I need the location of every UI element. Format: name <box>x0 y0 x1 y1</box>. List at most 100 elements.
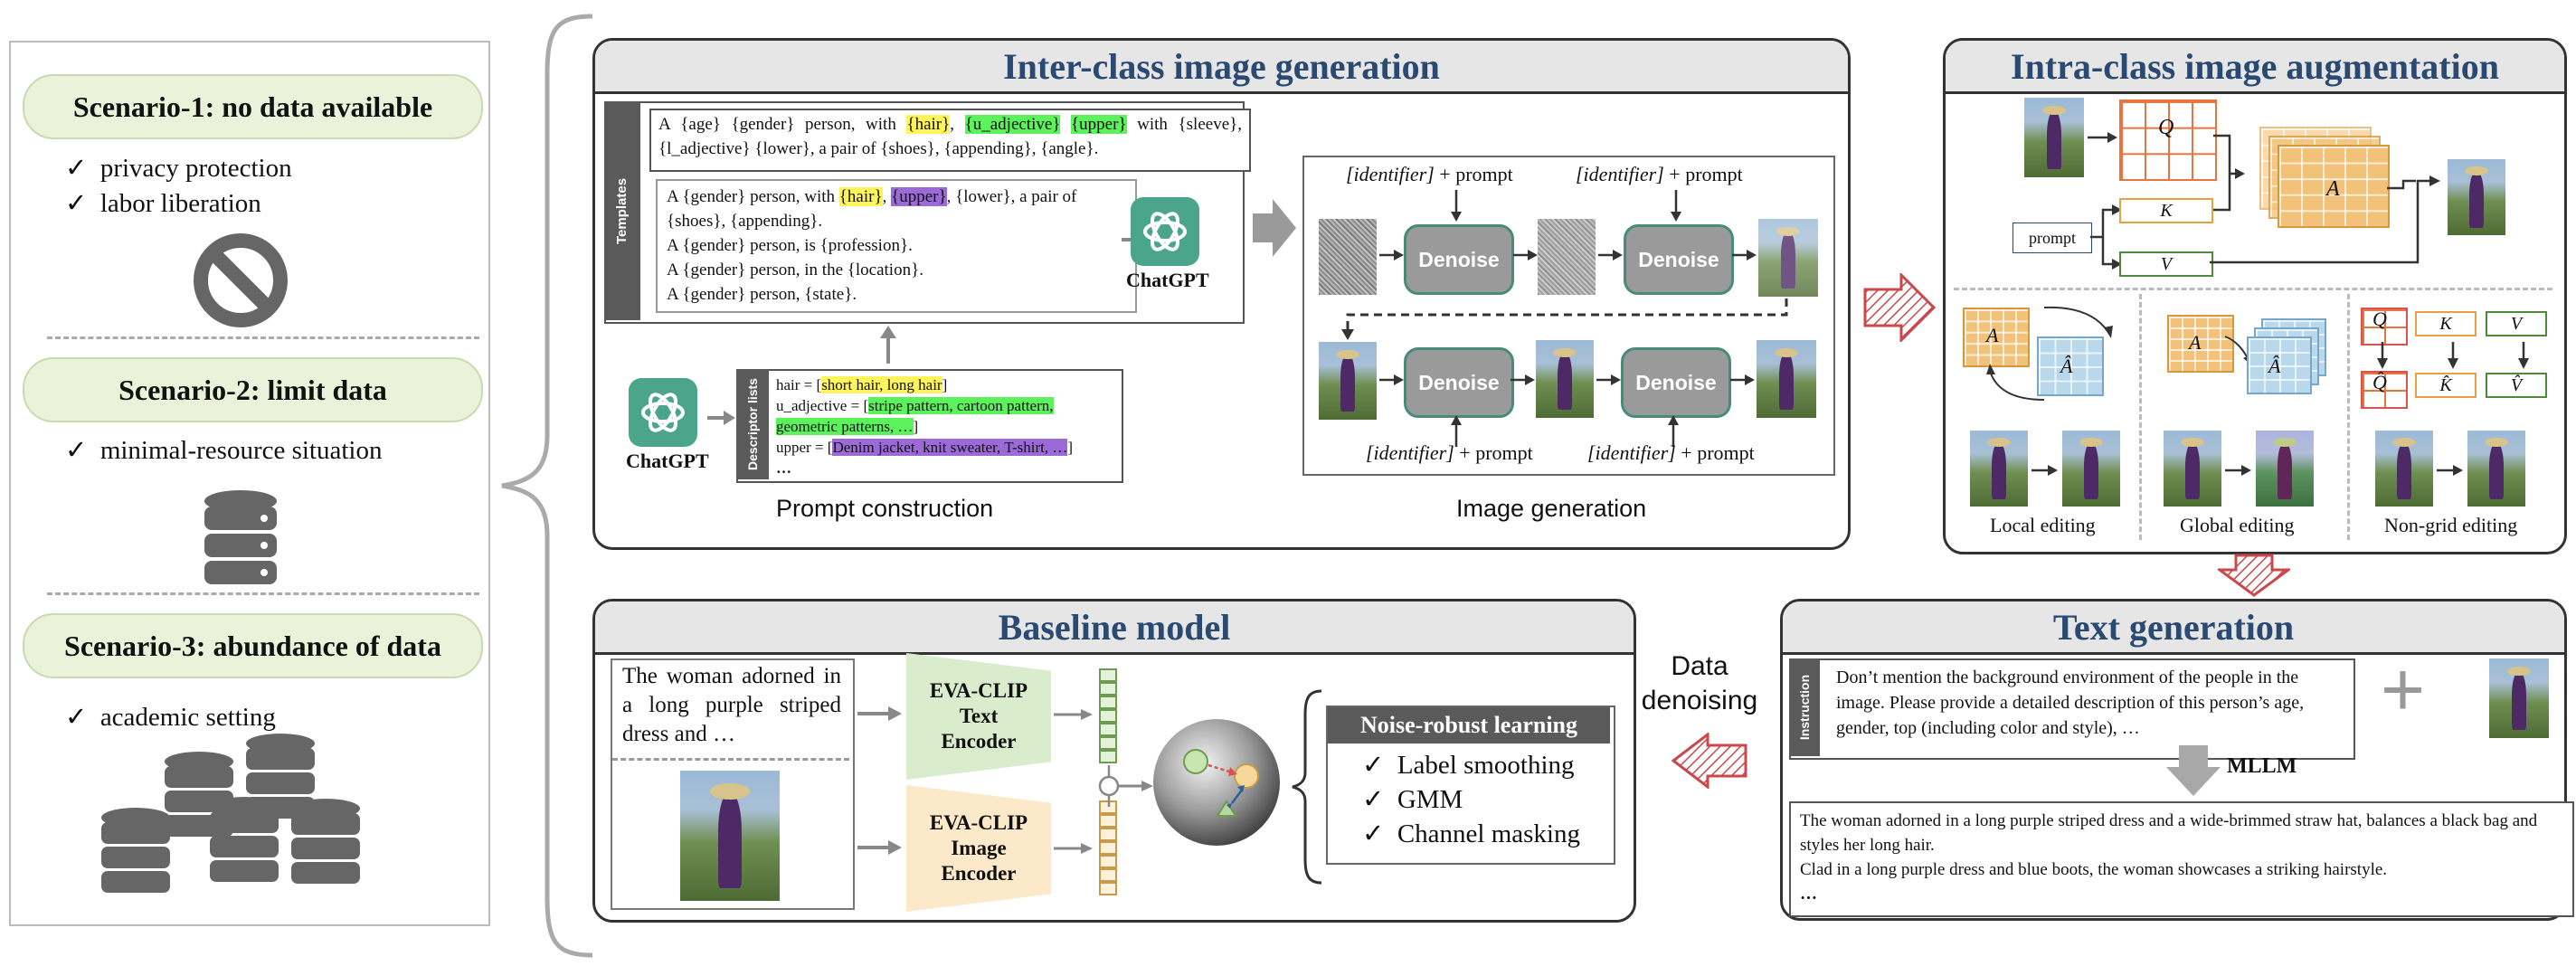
instruction-tab: Instruction <box>1789 658 1820 756</box>
arrow-row1-3 <box>1598 250 1623 260</box>
template-2: A {gender} person, with {hair}, {upper},… <box>667 187 1077 231</box>
inter-class-title: Inter-class image generation <box>595 41 1848 94</box>
local-edit-arrow <box>2031 465 2058 476</box>
nongrid-q-hat <box>2361 371 2408 409</box>
baseline-title: Baseline model <box>595 601 1634 655</box>
arrow-to-sphere <box>1118 781 1153 791</box>
database-icon <box>204 490 277 584</box>
text-output-box: The woman adorned in a long purple strip… <box>1789 801 2574 917</box>
intra-vdivider-2 <box>2347 294 2350 540</box>
arrow-row2-2 <box>1511 374 1535 385</box>
scenario-3-item-1: ✓ academic setting <box>65 703 276 732</box>
arrow-chatgpt-descriptors <box>707 411 735 425</box>
descriptor-upper: upper = [Denim jacket, knit sweater, T-s… <box>776 439 1074 456</box>
template-5: A {gender} person, {state}. <box>667 285 857 304</box>
scenario-1-item-2: ✓ labor liberation <box>65 189 261 218</box>
descriptor-uadj: u_adjective = [stripe pattern, cartoon p… <box>776 397 1054 414</box>
text-gen-input-image <box>2489 658 2549 738</box>
global-editing-label: Global editing <box>2180 514 2295 536</box>
curly-brace <box>501 14 593 958</box>
arrow-qk-to-a <box>2213 134 2245 212</box>
scenario-2-item-1: ✓ minimal-resource situation <box>65 436 383 465</box>
text-output-1: The woman adorned in a long purple strip… <box>1800 811 2538 855</box>
template-list: A {gender} person, with {hair}, {upper},… <box>656 179 1137 313</box>
scenario-divider-2 <box>47 592 479 595</box>
local-before-image <box>1970 431 2028 507</box>
local-swap-arrows <box>1986 306 2113 401</box>
scenario-2-title: Scenario-2: limit data <box>23 357 483 422</box>
arrow-row1-4 <box>1732 250 1757 260</box>
q-matrix <box>2119 99 2217 181</box>
instruction-box <box>1789 658 2355 760</box>
nongrid-after-image <box>2467 431 2525 507</box>
descriptor-more: … <box>776 459 791 477</box>
global-a-label: A <box>2189 331 2202 354</box>
arrow-prompt-3-up <box>1451 415 1462 447</box>
local-a-hat-map <box>2037 336 2104 396</box>
arrow-input-q <box>2088 132 2117 143</box>
noise-image-2 <box>1538 219 1596 295</box>
nongrid-v: V <box>2486 311 2547 336</box>
arrow-prompt-kv <box>2090 204 2122 270</box>
nongrid-editing-label: Non-grid editing <box>2384 514 2518 536</box>
local-a-hat-label: Â <box>2060 355 2073 377</box>
noise-image-1 <box>1319 219 1377 295</box>
text-generation-title: Text generation <box>1783 601 2564 655</box>
noise-brace <box>1292 689 1322 885</box>
nongrid-edit-arrow <box>2437 465 2463 476</box>
template-3: A {gender} person, is {profession}. <box>667 236 913 255</box>
arrow-row2-1 <box>1379 374 1404 385</box>
bottom-prompt-2: [identifier] + prompt <box>1587 441 1755 464</box>
intra-divider <box>1954 288 2552 290</box>
arrow-caption-encoder <box>857 706 902 721</box>
descriptor-text: hair = [short hair, long hair] u_adjecti… <box>776 374 1115 478</box>
denoise-block-1: Denoise <box>1404 224 1514 295</box>
arrow-row1-1 <box>1379 250 1404 260</box>
global-a-hat-map <box>2247 336 2312 394</box>
local-a-label: A <box>1986 324 1999 346</box>
arrow-img-enc-feature <box>1054 843 1093 854</box>
chatgpt-label-1: ChatGPT <box>1126 269 1209 291</box>
noise-robust-title: Noise-robust learning <box>1328 707 1610 743</box>
descriptor-hair: hair = [short hair, long hair] <box>776 376 948 393</box>
baseline-input-divider <box>612 758 849 761</box>
generated-image-3 <box>1536 340 1594 418</box>
arrow-inter-to-intra <box>1863 273 1936 342</box>
generated-image-1 <box>1758 219 1818 297</box>
arrow-row2-4 <box>1730 374 1755 385</box>
global-edit-arrow <box>2225 465 2251 476</box>
dashed-return-arrow <box>1341 298 1788 340</box>
bottom-prompt-1: [identifier] + prompt <box>1366 441 1533 464</box>
q-label: Q <box>2158 116 2174 139</box>
prompt-box: prompt <box>2012 223 2092 253</box>
noise-item-label-smoothing: ✓ Label smoothing <box>1362 751 1575 780</box>
nongrid-q <box>2361 308 2408 346</box>
generated-image-2 <box>1319 342 1377 420</box>
input-image <box>2024 98 2084 177</box>
prompt-construction-label: Prompt construction <box>776 495 994 522</box>
output-image <box>2448 159 2505 235</box>
instruction-text: Don’t mention the background environment… <box>1836 668 2305 738</box>
k-matrix: K <box>2119 198 2213 223</box>
global-after-image <box>2256 431 2314 507</box>
template-4: A {gender} person, in the {location}. <box>667 260 923 279</box>
arrow-image-encoder <box>857 840 902 855</box>
mllm-label: MLLM <box>2227 754 2297 778</box>
nongrid-v-hat: V̂ <box>2486 373 2547 398</box>
local-a-map <box>1963 308 2030 367</box>
global-before-image <box>2164 431 2221 507</box>
arrow-prompt-to-image <box>1253 199 1296 257</box>
local-editing-label: Local editing <box>1990 514 2096 536</box>
global-a-map <box>2167 315 2234 373</box>
no-entry-icon <box>194 233 288 327</box>
noise-item-gmm: ✓ GMM <box>1362 785 1463 814</box>
descriptor-tab: Descriptor lists <box>736 369 769 479</box>
intra-class-title: Intra-class image augmentation <box>1946 41 2564 94</box>
nongrid-q-hat-label: Q̂ <box>2372 371 2387 393</box>
arrow-text-to-baseline <box>1672 733 1747 789</box>
text-output-more: … <box>1800 885 1817 904</box>
noise-item-channel-masking: ✓ Channel masking <box>1362 819 1580 848</box>
intra-vdivider-1 <box>2139 294 2142 540</box>
local-after-image <box>2062 431 2120 507</box>
baseline-image <box>680 771 780 901</box>
